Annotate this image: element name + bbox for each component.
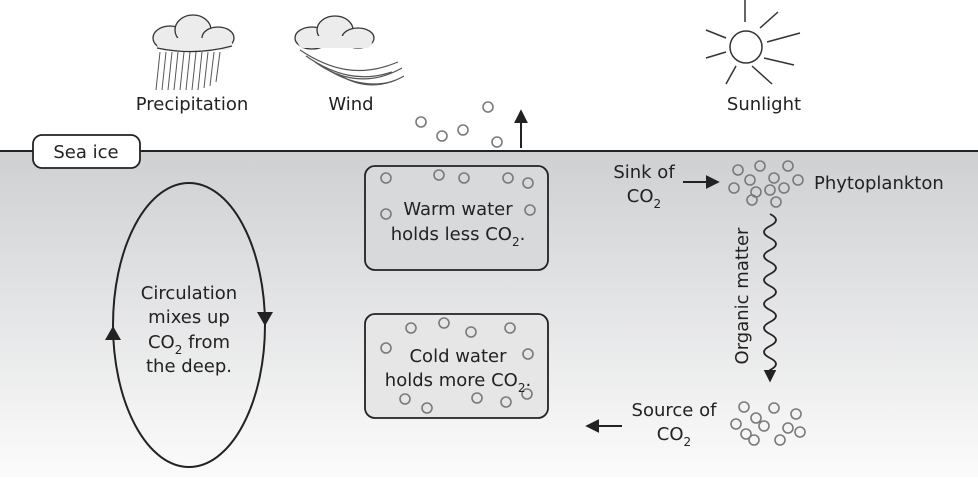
circulation-line1: Circulation [141, 283, 237, 304]
wind-cloud-icon [294, 15, 405, 86]
sea-ice-label: Sea ice [53, 142, 118, 163]
precipitation-label: Precipitation [136, 94, 249, 115]
source-co2-cluster [730, 401, 806, 446]
warm-water-box [364, 165, 549, 271]
released-co2-bubbles [415, 101, 503, 148]
organic-matter-label: Organic matter [732, 227, 753, 364]
circulation-arrow-down [257, 312, 273, 326]
phytoplankton-cluster [728, 160, 804, 208]
circulation-line3: CO2 from [148, 332, 230, 357]
sunlight-label: Sunlight [727, 94, 801, 115]
cold-water-line1: Cold water [409, 346, 507, 367]
circulation-line2: mixes up [148, 307, 230, 328]
sea-ice-box [32, 134, 141, 169]
sink-line1: Sink of [613, 162, 675, 183]
rain-cloud-icon [152, 14, 235, 91]
cold-water-box [364, 313, 549, 419]
warm-water-line1: Warm water [403, 199, 513, 220]
circulation-arrow-up [105, 326, 121, 340]
cold-water-line2: holds more CO2. [385, 370, 531, 395]
wind-label: Wind [328, 94, 373, 115]
cold-water-bubbles [380, 317, 534, 414]
source-line1: Source of [632, 400, 718, 421]
sink-line2: CO2 [627, 186, 661, 211]
source-line2: CO2 [657, 424, 691, 449]
circulation-line4: the deep. [146, 356, 232, 377]
organic-matter-arrow [763, 213, 777, 383]
warm-water-line2: holds less CO2. [391, 224, 526, 249]
phytoplankton-label: Phytoplankton [814, 173, 944, 194]
sun-icon [705, 0, 801, 85]
warm-water-bubbles [380, 169, 536, 220]
